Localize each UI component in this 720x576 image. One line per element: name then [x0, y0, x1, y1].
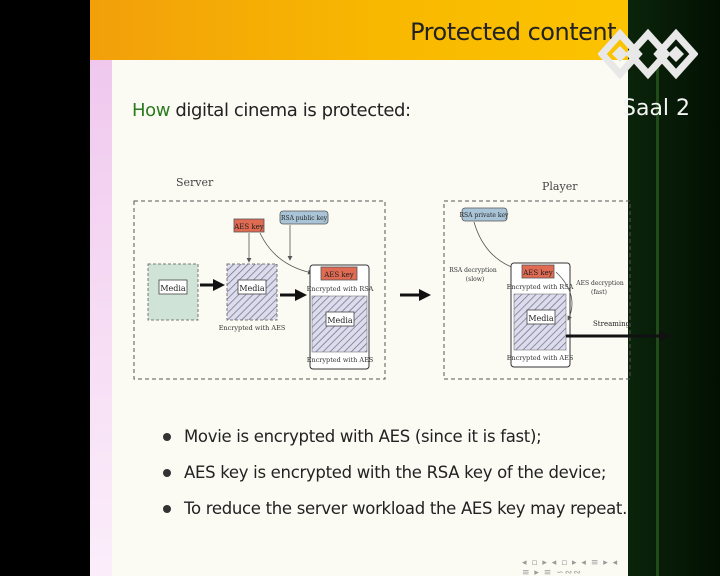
- aes-key-label: AES key: [233, 223, 264, 231]
- rsa-private-key-label: RSA private key: [460, 212, 510, 219]
- bullet-text: Movie is encrypted with AES (since it is…: [184, 427, 542, 446]
- slide-header-bar: Protected content: [90, 0, 628, 60]
- player-box: [443, 200, 631, 380]
- media-label-box: [237, 279, 267, 295]
- package-aes-key-box: [320, 266, 358, 281]
- media-label-box: [158, 279, 188, 295]
- server-label: Server: [176, 176, 214, 189]
- rsa-decryption-label: RSA decryption: [449, 267, 497, 274]
- rsa-decryption-speed: (slow): [466, 276, 484, 283]
- bullet-item: Movie is encrypted with AES (since it is…: [160, 424, 627, 460]
- package-aes-key-label: AES key: [323, 271, 354, 279]
- arrow-aes-key-to-package: [259, 232, 313, 275]
- bullet-item: To reduce the server workload the AES ke…: [160, 496, 627, 532]
- server-box: [133, 200, 386, 380]
- bullet-dot-icon: [163, 469, 171, 477]
- beamer-navigation-symbols[interactable]: ◂ ▫ ▸ ◂ ▫ ▸ ◂ ≡ ▸ ◂ ≡ ▸ ≡ ∽∾∾: [522, 558, 619, 576]
- aes-key-box: [233, 218, 265, 233]
- right-dark-strip: [628, 0, 720, 576]
- channel-logo-icon: [598, 28, 698, 80]
- intro-text: How digital cinema is protected:: [132, 100, 411, 121]
- player-aes-key-box: [521, 264, 555, 279]
- bullet-text: AES key is encrypted with the RSA key of…: [184, 463, 607, 482]
- media-label: Media: [160, 284, 186, 293]
- rsa-private-key-box: [461, 207, 508, 222]
- player-encrypted-rsa-caption: Encrypted with RSA: [507, 283, 574, 291]
- aes-decryption-label: AES decryption: [575, 280, 624, 287]
- strip-edge: [656, 60, 659, 576]
- media-label: Media: [327, 316, 353, 325]
- left-black-strip: [0, 0, 90, 576]
- intro-highlight: How: [132, 100, 171, 121]
- bullet-item: AES key is encrypted with the RSA key of…: [160, 460, 627, 496]
- slide-title: Protected content: [410, 18, 616, 46]
- rsa-public-key-label: RSA public key: [281, 215, 328, 222]
- media-label-box: [325, 311, 355, 327]
- intro-rest: digital cinema is protected:: [170, 100, 411, 121]
- rsa-public-key-box: [279, 210, 329, 225]
- bullet-list: Movie is encrypted with AES (since it is…: [160, 424, 627, 532]
- bullet-dot-icon: [163, 433, 171, 441]
- bullet-dot-icon: [163, 505, 171, 513]
- encrypted-aes-caption: Encrypted with AES: [219, 324, 286, 332]
- media-label: Media: [528, 314, 554, 323]
- encrypted-rsa-caption: Encrypted with RSA: [307, 285, 374, 293]
- bullet-text: To reduce the server workload the AES ke…: [184, 499, 628, 518]
- arrow-aes-decryption: [555, 271, 573, 321]
- pink-side-band: [90, 60, 112, 576]
- player-encrypted-aes-caption: Encrypted with AES: [507, 354, 574, 362]
- player-aes-key-label: AES key: [522, 269, 553, 277]
- media-label: Media: [239, 284, 265, 293]
- media-label-box: [526, 309, 556, 325]
- channel-label: Saal 2: [622, 96, 691, 121]
- encryption-diagram: Server Media Media Encrypted with AES AE…: [133, 176, 671, 380]
- aes-decryption-speed: (fast): [591, 289, 607, 296]
- encrypted-aes-caption: Encrypted with AES: [307, 356, 374, 364]
- streaming-label: Streaming: [593, 320, 631, 328]
- player-label: Player: [542, 180, 578, 193]
